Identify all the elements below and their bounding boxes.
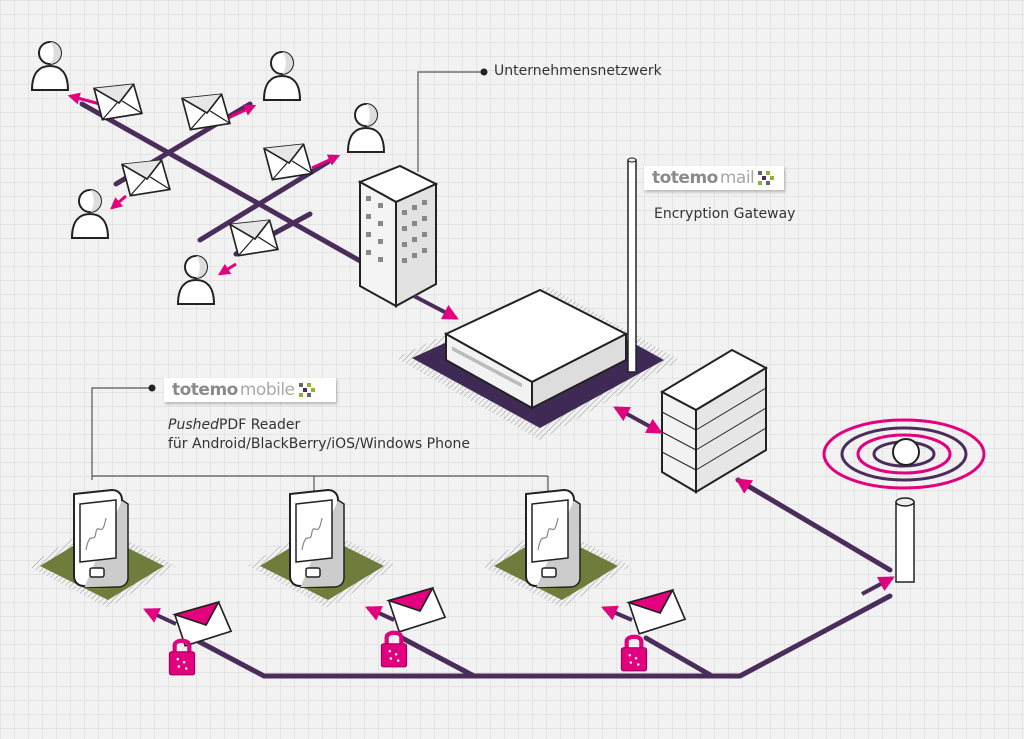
- gateway-firewall-arrow: [613, 406, 663, 434]
- encrypted-envelope-icon: [387, 587, 446, 633]
- envelope-icon: [263, 143, 313, 181]
- smartphone-icon: [73, 489, 129, 588]
- smartphone-right: [482, 489, 630, 608]
- firewall-icon: [659, 348, 769, 494]
- tower-arrow: [861, 576, 895, 596]
- mobile-network-lines: [193, 477, 893, 679]
- caption-italic: Pushed: [168, 417, 219, 433]
- office-building-icon: [357, 164, 439, 308]
- totemo-mail-logo: totemo mail: [644, 166, 784, 190]
- logo-product: mobile: [239, 380, 295, 400]
- antenna-tower-icon: [895, 497, 915, 583]
- logo-brand: totemo: [172, 380, 238, 400]
- envelope-icon: [121, 159, 171, 197]
- user-icon: [31, 41, 69, 91]
- mobile-caption-line1: PushedPDF Reader: [168, 416, 470, 435]
- user-icon: [263, 51, 301, 101]
- encrypted-envelope-icon: [627, 589, 686, 635]
- corporate-mail: [67, 83, 341, 276]
- signal-rings: [822, 418, 986, 490]
- smartphone-middle: [248, 489, 396, 608]
- smartphone-icon: [525, 489, 581, 588]
- mobile-encrypted-mail: [143, 587, 686, 675]
- firewall-arrow: [735, 478, 754, 494]
- logo-pixel-mark-icon: [298, 383, 315, 397]
- corporate-network-label: Unternehmensnetzwerk: [494, 63, 662, 79]
- gateway-antenna-icon: [627, 157, 637, 373]
- padlock-icon: [621, 637, 646, 671]
- logo-brand: totemo: [652, 168, 718, 188]
- caption-rest: PDF Reader: [218, 417, 301, 433]
- user-icon: [177, 255, 215, 305]
- mobile-caption-line2: für Android/BlackBerry/iOS/Windows Phone: [168, 436, 471, 452]
- envelope-icon: [93, 83, 143, 121]
- corporate-network-lines: [79, 101, 365, 265]
- padlock-icon: [169, 641, 194, 675]
- padlock-icon: [381, 633, 406, 667]
- envelope-icon: [181, 93, 231, 131]
- building-to-gateway-arrow: [413, 294, 459, 320]
- user-icon: [347, 103, 385, 153]
- gateway-caption: Encryption Gateway: [654, 206, 796, 222]
- logo-product: mail: [719, 168, 755, 188]
- callout-lines: [91, 68, 549, 492]
- mobile-caption: PushedPDF Reader für Android/BlackBerry/…: [168, 416, 470, 454]
- totemo-mobile-logo: totemo mobile: [164, 378, 336, 402]
- logo-pixel-mark-icon: [758, 171, 775, 185]
- smartphone-icon: [289, 489, 345, 588]
- user-icon: [71, 189, 109, 239]
- smartphone-left: [28, 489, 176, 608]
- gateway-appliance-icon: [443, 288, 629, 410]
- envelope-icon: [229, 219, 279, 257]
